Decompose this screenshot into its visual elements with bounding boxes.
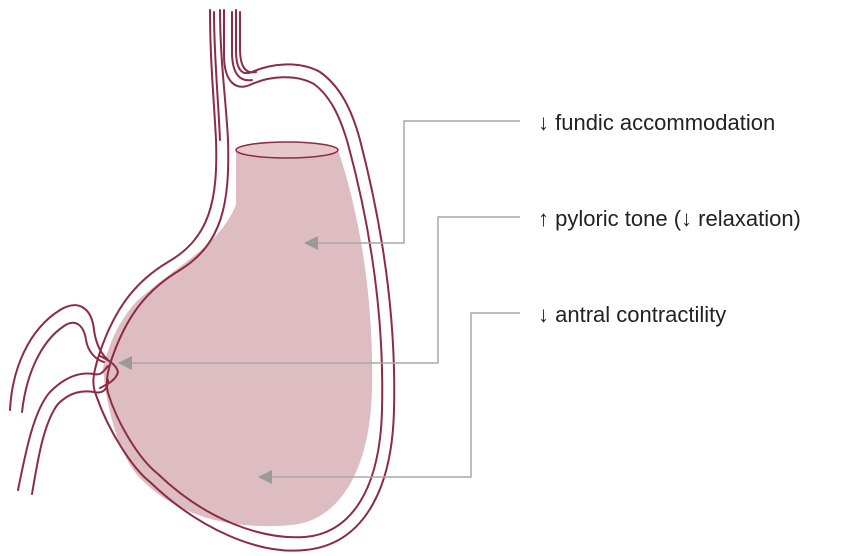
stomach-contents: [103, 143, 372, 526]
label-pyloric-tone: ↑ pyloric tone (↓ relaxation): [538, 208, 801, 230]
contents-surface: [236, 142, 338, 158]
label-antral-contractility: ↓ antral contractility: [538, 304, 726, 326]
label-fundic-accommodation: ↓ fundic accommodation: [538, 112, 775, 134]
esophagus-wall-right-2: [240, 12, 256, 72]
